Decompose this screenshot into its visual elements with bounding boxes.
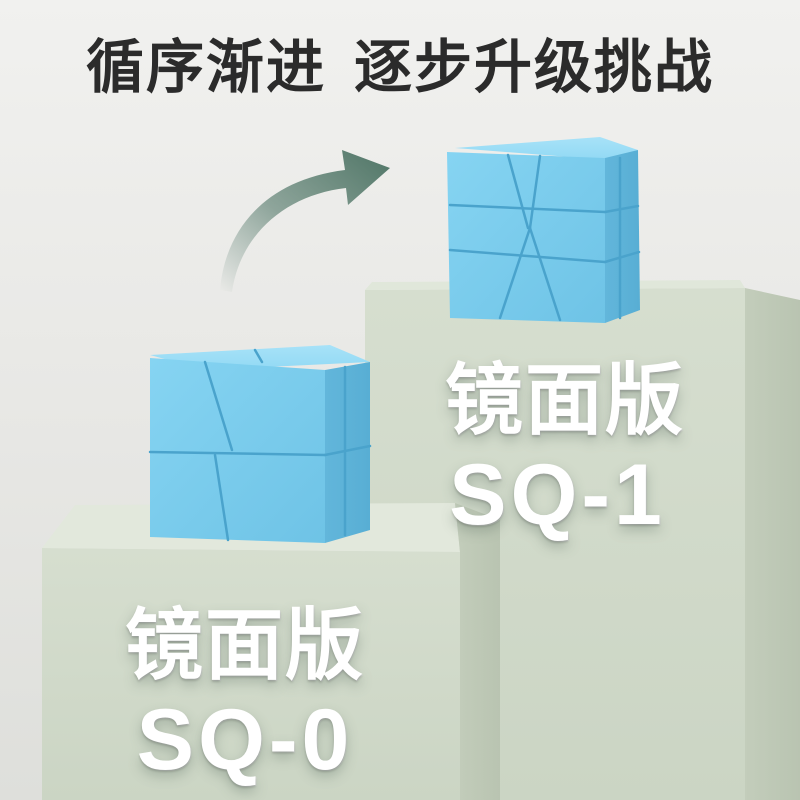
headline: 循序渐进逐步升级挑战 <box>0 22 800 112</box>
model-label-sq0: SQ-0 <box>136 692 354 788</box>
label-sq0: 镜面版 SQ-0 <box>120 600 370 788</box>
headline-part1: 循序渐进 <box>85 33 326 101</box>
edition-label-sq1: 镜面版 <box>445 356 686 446</box>
cube-sq0 <box>148 345 372 543</box>
upgrade-arrow-icon <box>220 150 390 292</box>
edition-label-sq0: 镜面版 <box>124 601 365 691</box>
headline-part2: 逐步升级挑战 <box>354 33 715 101</box>
cube-sq1 <box>447 137 641 323</box>
label-sq1: 镜面版 SQ-1 <box>445 355 686 543</box>
model-label-sq1: SQ-1 <box>449 447 666 543</box>
